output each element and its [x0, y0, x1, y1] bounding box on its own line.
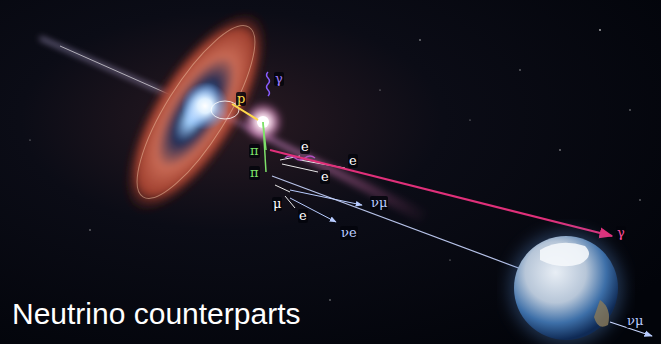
particle-label: μ	[272, 197, 282, 211]
particle-label: e	[298, 209, 308, 223]
particle-label: π	[249, 166, 260, 180]
particle-label: p	[236, 92, 246, 106]
particle-label: γ	[274, 72, 284, 86]
caption: Neutrino counterparts	[12, 296, 301, 332]
particle-label: νμ	[626, 314, 644, 328]
particle-label: γ	[616, 226, 626, 240]
particle-label: e	[348, 154, 358, 168]
particle-label: νμ	[370, 196, 388, 210]
particle-label: e	[320, 170, 330, 184]
particle-label: e	[300, 140, 310, 154]
particle-label: π	[249, 144, 260, 158]
particle-label: νe	[340, 226, 358, 240]
